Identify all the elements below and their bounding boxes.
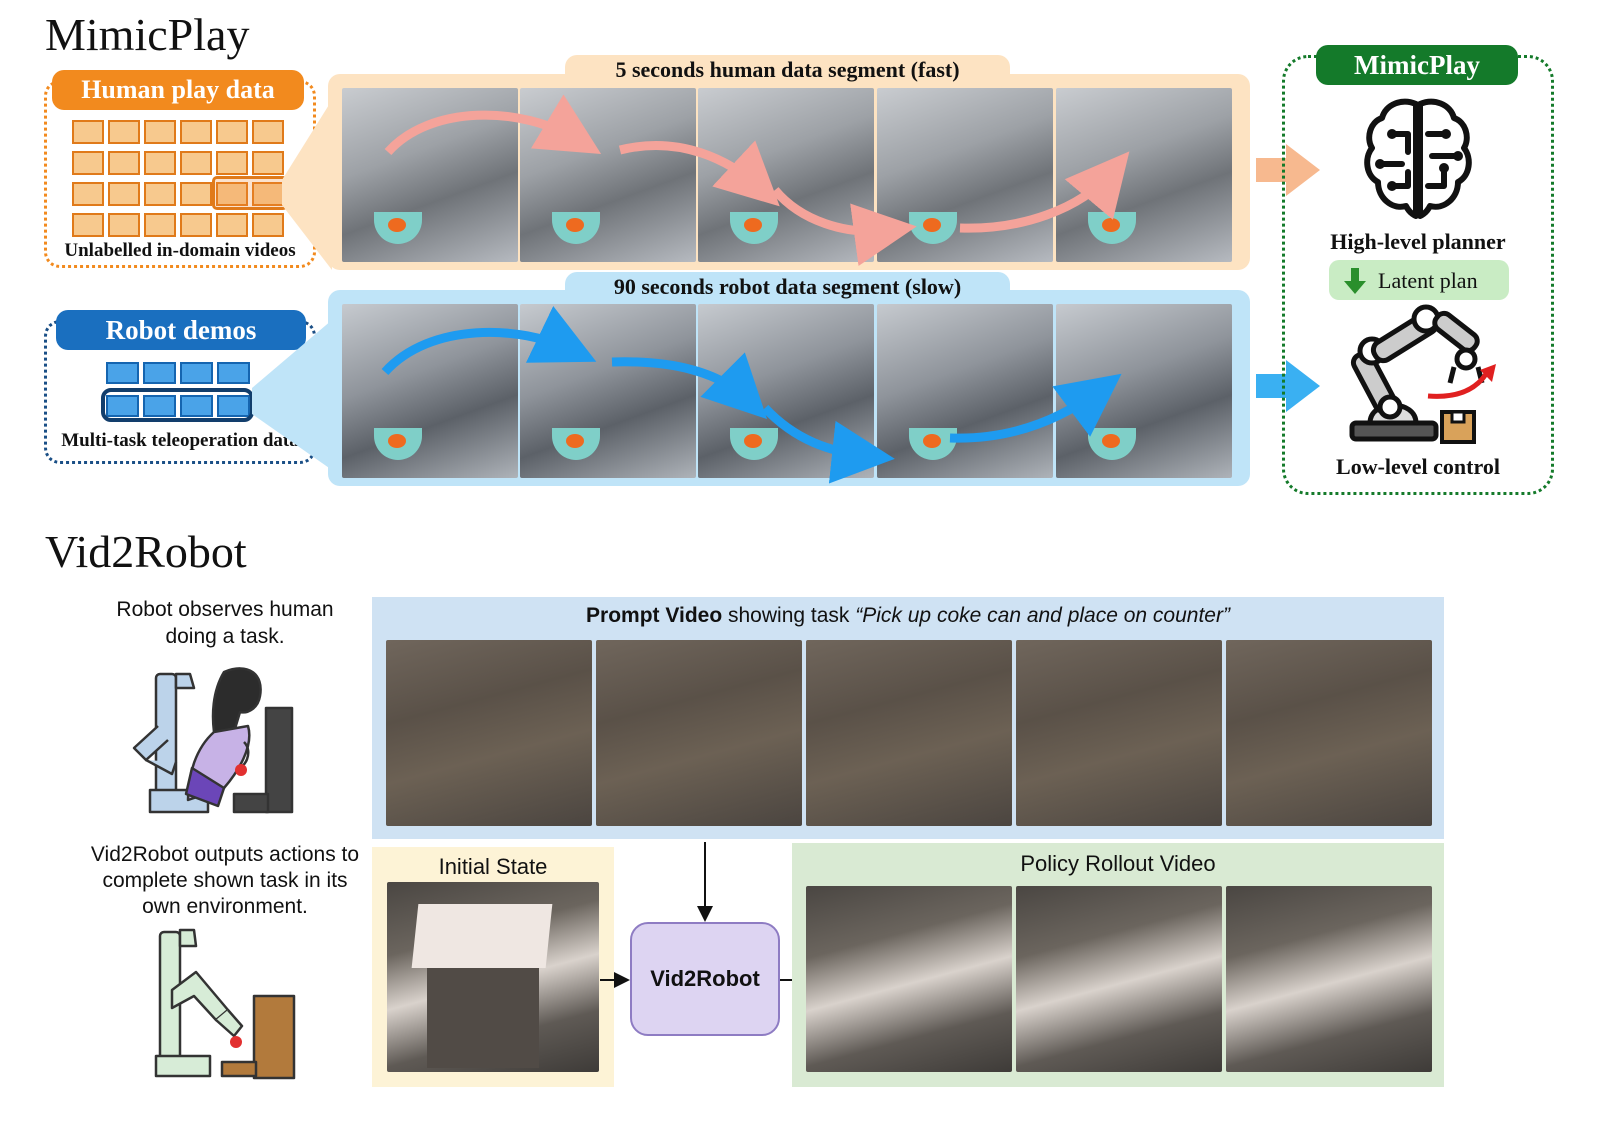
- prompt-task-text: “Pick up coke can and place on counter”: [855, 604, 1230, 627]
- grid-cell: [72, 151, 104, 175]
- vid2robot-model-box: [630, 922, 780, 1036]
- grid-cell: [180, 151, 212, 175]
- grid-cell: [217, 362, 250, 384]
- grid-cell: [216, 120, 248, 144]
- grid-cell: [144, 213, 176, 237]
- output-text: Vid2Robot outputs actions to complete sh…: [90, 843, 360, 918]
- robot-box-caption: Multi-task teleoperation data: [61, 430, 299, 451]
- grid-cell: [252, 213, 284, 237]
- grid-cell: [108, 182, 140, 206]
- section-title-mimicplay: MimicPlay: [45, 9, 250, 60]
- grid-cell: [180, 120, 212, 144]
- down-arrow-icon: [1344, 268, 1366, 294]
- grid-cell: [180, 395, 213, 417]
- human-robot-observe-illustration: [132, 667, 294, 814]
- grid-cell: [106, 362, 139, 384]
- low-level-control-label: Low-level control: [1336, 454, 1500, 479]
- grid-cell: [72, 213, 104, 237]
- robot-to-planner-arrow: [1256, 360, 1320, 412]
- human-segment-label: 5 seconds human data segment (fast): [565, 55, 1010, 87]
- grid-cell: [108, 213, 140, 237]
- prompt-video-frame: [806, 640, 1012, 826]
- red-curve-arrow-icon: [1427, 364, 1496, 399]
- prompt-video-frame: [596, 640, 802, 826]
- grid-cell: [106, 395, 139, 417]
- prompt-video-mid: showing task: [722, 604, 856, 627]
- initial-state-label: Initial State: [438, 854, 548, 879]
- human-to-planner-arrow: [1256, 144, 1320, 196]
- prompt-video-frame: [1226, 640, 1432, 826]
- robot-trajectory-arrow: [611, 352, 768, 420]
- human-trajectory-arrow: [959, 151, 1130, 233]
- human-trajectory-arrow: [771, 187, 917, 266]
- grid-cell: [216, 213, 248, 237]
- robot-demos-header: Robot demos: [56, 310, 306, 350]
- grid-cell: [217, 395, 250, 417]
- policy-rollout-label: Policy Rollout Video: [1020, 851, 1216, 876]
- grid-cell: [216, 151, 248, 175]
- rollout-video-frame: [1226, 886, 1432, 1072]
- robot-trajectory-arrow: [949, 373, 1122, 443]
- grid-cell: [180, 362, 213, 384]
- initial-state-frame: [387, 882, 599, 1072]
- latent-plan-label: Latent plan: [1378, 268, 1478, 293]
- grid-cell: [143, 395, 176, 417]
- grid-cell: [72, 182, 104, 206]
- rollout-video-frame: [1016, 886, 1222, 1072]
- grid-cell: [180, 213, 212, 237]
- section-title-vid2robot: Vid2Robot: [45, 526, 247, 577]
- grid-cell: [144, 151, 176, 175]
- robot-acting-illustration: [154, 928, 296, 1080]
- grid-cell: [143, 362, 176, 384]
- robot-arm-icon: [1349, 304, 1485, 442]
- grid-cell: [144, 120, 176, 144]
- high-level-planner-label: High-level planner: [1330, 229, 1506, 254]
- grid-cell: [252, 151, 284, 175]
- robot-trajectory-arrow: [381, 306, 597, 376]
- grid-cell: [216, 182, 248, 206]
- human-trajectory-arrow: [384, 94, 602, 156]
- prompt-video-frame: [1016, 640, 1222, 826]
- prompt-video-bold: Prompt Video: [586, 604, 723, 627]
- grid-cell: [252, 120, 284, 144]
- human-box-caption: Unlabelled in-domain videos: [64, 240, 296, 261]
- brain-icon: [1364, 98, 1472, 219]
- robot-segment-label: 90 seconds robot data segment (slow): [565, 272, 1010, 304]
- vid2robot-model-label: Vid2Robot: [650, 966, 760, 991]
- grid-cell: [108, 120, 140, 144]
- human-trajectory-arrow: [618, 140, 780, 207]
- grid-cell: [144, 182, 176, 206]
- highlighted-segment: [212, 176, 288, 210]
- robot-video-frame: [877, 304, 1053, 478]
- planner-header: MimicPlay: [1316, 45, 1518, 85]
- human-play-data-header: Human play data: [52, 70, 304, 110]
- grid-cell: [108, 151, 140, 175]
- robot-trajectory-arrow: [761, 404, 895, 484]
- observe-text: Robot observes human doing a task.: [116, 598, 334, 648]
- box-icon: [1440, 410, 1476, 444]
- prompt-video-caption: Prompt Video showing task “Pick up coke …: [372, 604, 1444, 628]
- rollout-video-frame: [806, 886, 1012, 1072]
- prompt-video-frame: [386, 640, 592, 826]
- grid-cell: [72, 120, 104, 144]
- grid-cell: [180, 182, 212, 206]
